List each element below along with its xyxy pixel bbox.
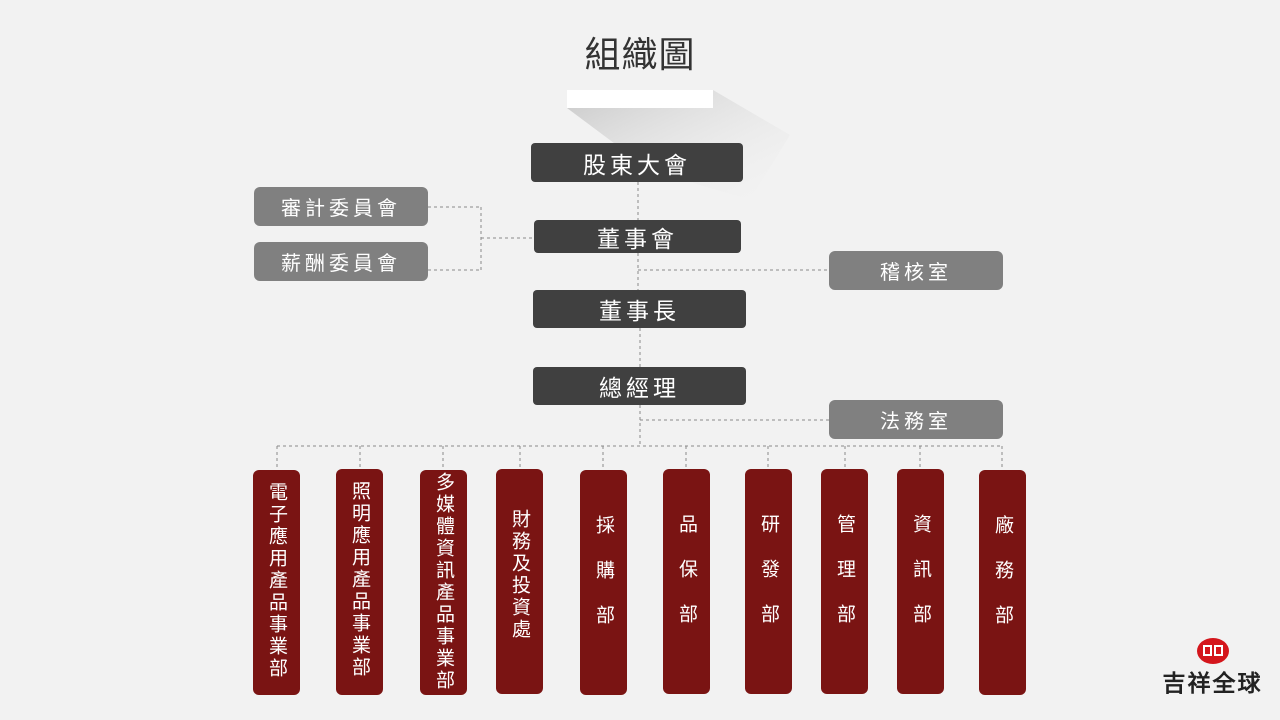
decorative-bar — [567, 90, 713, 108]
dept-rd: 研發部 — [745, 469, 792, 694]
dept-it: 資訊部 — [897, 469, 944, 694]
dept-factory: 廠務部 — [979, 470, 1026, 695]
node-remuneration-committee: 薪酬委員會 — [254, 242, 428, 281]
dept-lighting: 照明應用產品事業部 — [336, 469, 383, 695]
node-board: 董事會 — [534, 220, 741, 253]
logo-wordmark: 吉祥全球 — [1162, 671, 1263, 697]
page-title: 組織圖 — [584, 35, 696, 76]
node-general-manager: 總經理 — [533, 367, 746, 405]
logo-icon — [1197, 638, 1229, 664]
node-chairman: 董事長 — [533, 290, 746, 328]
node-internal-audit: 稽核室 — [829, 251, 1003, 290]
node-legal: 法務室 — [829, 400, 1003, 439]
dept-management: 管理部 — [821, 469, 868, 694]
node-shareholders: 股東大會 — [531, 143, 743, 182]
node-audit-committee: 審計委員會 — [254, 187, 428, 226]
dept-electronics: 電子應用產品事業部 — [253, 470, 300, 695]
dept-quality-assurance: 品保部 — [663, 469, 710, 694]
dept-purchasing: 採購部 — [580, 470, 627, 695]
dept-multimedia: 多媒體資訊產品事業部 — [420, 470, 467, 695]
dept-finance-investment: 財務及投資處 — [496, 469, 543, 694]
